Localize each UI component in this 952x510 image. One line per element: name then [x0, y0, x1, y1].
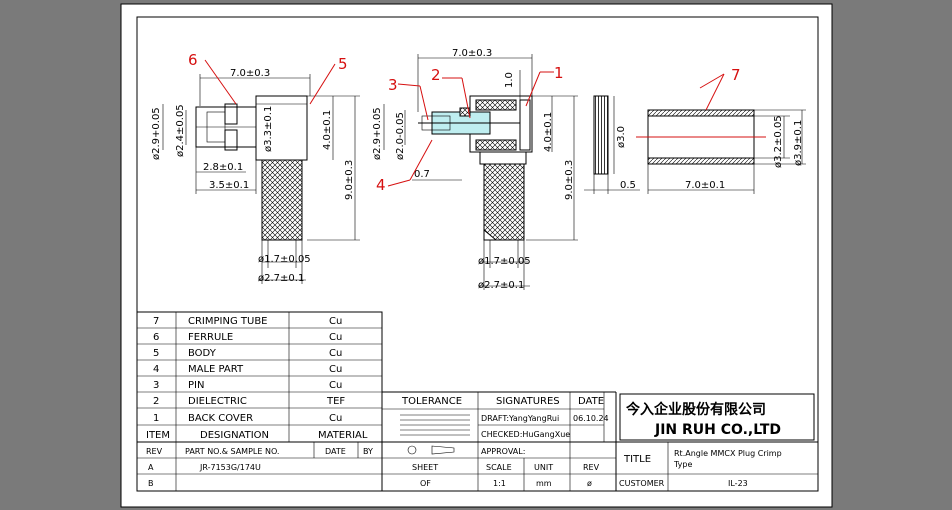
dim-left-35: 3.5±0.1 — [209, 180, 249, 191]
draft-signature: DRAFT:YangYangRui — [481, 414, 559, 423]
left-side-view: 7.0±0.3 ø2.9+0.05 ø2.4±0.05 ø3.3±0.1 4.0… — [151, 51, 360, 284]
bom-item-4: 4 — [153, 364, 159, 375]
dim-left-d24: ø2.4±0.05 — [175, 104, 186, 157]
bom-mat-6: Cu — [329, 332, 342, 343]
dim-mid-10: 1.0 — [504, 72, 515, 88]
bom-item-3: 3 — [153, 380, 159, 391]
scale-value: 1:1 — [493, 479, 506, 488]
middle-section-view: 7.0±0.3 1.0 ø2.9+0.05 ø2.0-0.05 4.0±0.1 … — [372, 48, 578, 291]
dim-left-length: 7.0±0.3 — [230, 68, 270, 79]
crimping-tube-view: 7 7.0±0.1 ø3.2±0.05 ø3.9±0.1 — [636, 66, 806, 194]
signatures-label: SIGNATURES — [496, 396, 560, 407]
dim-ferrule-05: 0.5 — [620, 180, 636, 191]
bom-name-2: DIELECTRIC — [188, 396, 247, 407]
bom-mat-1: Cu — [329, 413, 342, 424]
bom-mat-2: TEF — [326, 396, 345, 407]
callout-4: 4 — [376, 176, 386, 194]
row-b: B — [148, 479, 154, 488]
bom-item-7: 7 — [153, 316, 159, 327]
title-block: TOLERANCE SIGNATURES DATE 06.10.24 DRAFT… — [136, 391, 819, 492]
dim-mid-d17: ø1.7±0.05 — [478, 256, 531, 267]
dim-mid-d29: ø2.9+0.05 — [372, 107, 383, 160]
title-value-line1: Rt.Angle MMCX Plug Crimp — [674, 449, 782, 458]
bom-item-1: 1 — [153, 413, 159, 424]
scale-label: SCALE — [486, 463, 512, 472]
bom-name-4: MALE PART — [188, 364, 244, 375]
projection-symbol — [407, 445, 417, 455]
tolerance-table-graphic — [400, 414, 470, 436]
dim-mid-07: 0.7 — [414, 169, 430, 180]
bom-name-5: BODY — [188, 348, 217, 359]
rev-value: ø — [587, 479, 592, 488]
bom-item-5: 5 — [153, 348, 159, 359]
sheet-label: SHEET — [412, 463, 438, 472]
part-number: JR-7153G/174U — [199, 463, 261, 472]
company-name-cn: 今入企业股份有限公司 — [625, 401, 766, 418]
row-a: A — [148, 463, 154, 472]
dim-tube-d32: ø3.2±0.05 — [773, 115, 784, 168]
callout-3: 3 — [388, 76, 398, 94]
rev-header: REV — [146, 447, 163, 456]
dim-mid-d20: ø2.0-0.05 — [395, 112, 406, 160]
drawing-number: IL-23 — [728, 479, 748, 488]
bom-table: 7 CRIMPING TUBE Cu 6 FERRULE Cu 5 BODY C… — [136, 311, 383, 443]
bom-item-2: 2 — [153, 396, 159, 407]
unit-label: UNIT — [534, 463, 553, 472]
sheet-value: OF — [420, 479, 431, 488]
dim-left-d27: ø2.7±0.1 — [258, 273, 304, 284]
company-name-en: JIN RUH CO.,LTD — [654, 422, 781, 438]
callout-2: 2 — [431, 66, 441, 84]
crimp-hatch-left — [261, 159, 303, 241]
crimp-hatch-mid — [483, 163, 525, 241]
dim-mid-h90: 9.0±0.3 — [564, 160, 575, 200]
dim-ferrule-d30: ø3.0 — [616, 126, 627, 148]
paper — [120, 3, 833, 508]
checked-signature: CHECKED:HuGangXue — [481, 430, 570, 439]
bom-name-1: BACK COVER — [188, 413, 253, 424]
bom-name-3: PIN — [188, 380, 204, 391]
dim-tube-length: 7.0±0.1 — [685, 180, 725, 191]
dim-left-h40: 4.0±0.1 — [322, 110, 333, 150]
callout-5: 5 — [338, 55, 348, 73]
part-header: PART NO.& SAMPLE NO. — [185, 447, 279, 456]
bom-header-mat: MATERIAL — [318, 430, 368, 441]
by-header: BY — [363, 447, 373, 456]
bom-header-item: ITEM — [146, 430, 170, 441]
callout-6: 6 — [188, 51, 198, 69]
dim-tube-d39: ø3.9±0.1 — [793, 120, 804, 166]
bom-mat-7: Cu — [329, 316, 342, 327]
dim-left-28: 2.8±0.1 — [203, 162, 243, 173]
customer-label: CUSTOMER — [619, 479, 665, 488]
rev-label: REV — [583, 463, 600, 472]
unit-value: mm — [536, 479, 552, 488]
bom-name-6: FERRULE — [188, 332, 233, 343]
dim-left-d33: ø3.3±0.1 — [263, 106, 274, 152]
dim-left-d29: ø2.9+0.05 — [151, 107, 162, 160]
title-value-line2: Type — [673, 460, 692, 469]
bom-mat-5: Cu — [329, 348, 342, 359]
approval-signature: APPROVAL: — [481, 447, 525, 456]
bom-mat-4: Cu — [329, 364, 342, 375]
title-label: TITLE — [623, 454, 651, 465]
date-label: DATE — [578, 396, 604, 407]
date-value: 06.10.24 — [573, 414, 609, 423]
dim-left-h90: 9.0±0.3 — [344, 160, 355, 200]
bom-item-6: 6 — [153, 332, 159, 343]
date-header: DATE — [325, 447, 346, 456]
tolerance-label: TOLERANCE — [401, 396, 462, 407]
callout-1: 1 — [554, 64, 564, 82]
callout-7: 7 — [731, 66, 741, 84]
dim-mid-d27: ø2.7±0.1 — [478, 280, 524, 291]
ferrule-view: ø3.0 0.5 — [584, 95, 640, 194]
dim-left-d17: ø1.7±0.05 — [258, 254, 311, 265]
bom-name-7: CRIMPING TUBE — [188, 316, 268, 327]
bom-mat-3: Cu — [329, 380, 342, 391]
bom-header-name: DESIGNATION — [200, 430, 269, 441]
dim-mid-length: 7.0±0.3 — [452, 48, 492, 59]
dim-mid-h40: 4.0±0.1 — [543, 112, 554, 152]
